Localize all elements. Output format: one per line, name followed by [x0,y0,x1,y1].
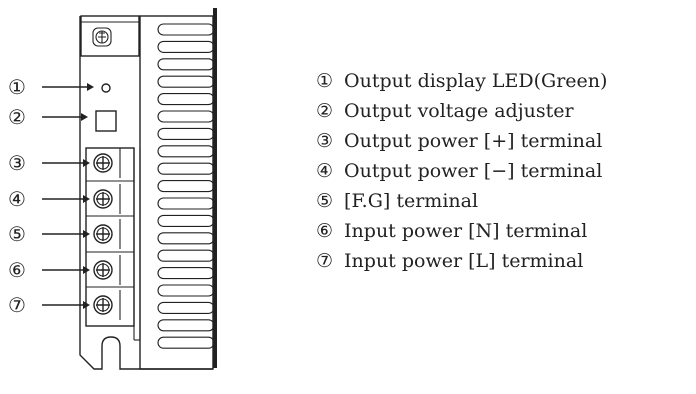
heatsink-fin [157,284,215,297]
heatsink-fin [157,214,215,227]
chassis-right-edge [213,8,217,368]
heatsink-fin [157,197,215,210]
heatsink-fin [157,40,215,53]
legend-label: Output power [+] terminal [338,130,603,152]
callout-number: ⑦ [8,293,26,317]
heatsink-fin [157,145,215,158]
callout-arrowhead [83,266,90,274]
callout-pointers: ① ② ③ ④ ⑤ ⑥ ⑦ [8,75,94,317]
heatsink-body [139,15,214,370]
power-supply-front-diagram: ① ② ③ ④ ⑤ ⑥ ⑦ [8,8,217,370]
legend-label: Input power [L] terminal [338,250,584,272]
legend-label: Output display LED(Green) [338,70,608,92]
voltage-adjuster [95,110,117,132]
heatsink-fin [157,319,215,332]
terminal-screw [93,260,113,280]
legend-item: ③ Output power [+] terminal [316,129,696,159]
heatsink-fin [157,58,215,71]
legend-item: ⑥ Input power [N] terminal [316,219,696,249]
callout-number: ⑤ [8,222,26,246]
callout-number: ② [8,105,26,129]
legend-number: ⑤ [316,190,334,212]
callout-number: ⑥ [8,258,26,282]
heatsink-fin [157,75,215,88]
legend-label: Output power [−] terminal [338,160,603,182]
callout-number: ① [8,75,26,99]
terminal-screw [93,295,113,315]
callout-arrowhead [83,195,90,203]
heatsink-fin [157,110,215,123]
terminal-screw-cross [96,227,110,241]
callout-arrowhead [83,159,90,167]
heatsink-fin [157,162,215,175]
legend-label: Input power [N] terminal [338,220,588,242]
heatsink-fin [157,127,215,140]
legend-number: ⑦ [316,250,334,272]
legend-label: Output voltage adjuster [338,100,574,122]
terminal-screw-cross [96,192,110,206]
legend-item: ④ Output power [−] terminal [316,159,696,189]
legend-number: ① [316,70,334,92]
legend-item: ① Output display LED(Green) [316,69,696,99]
heatsink-fin [157,249,215,262]
heatsink-fin [157,336,215,349]
mounting-bracket [80,15,140,57]
terminal-screws [86,148,134,320]
output-led [101,83,111,93]
terminal-screw [93,224,113,244]
callout-arrowhead [83,301,90,309]
bracket-screw [92,27,112,47]
callout-arrowhead [81,113,88,121]
heatsink-fin [157,180,215,193]
callout-number: ③ [8,151,26,175]
callout-arrowhead [87,83,94,91]
front-panel-outline [79,16,213,370]
legend-item: ⑦ Input power [L] terminal [316,249,696,279]
heatsink-fin [157,301,215,314]
callout-number: ④ [8,187,26,211]
heatsink-fin [157,93,215,106]
legend-number: ② [316,100,334,122]
legend-number: ③ [316,130,334,152]
terminal-screw-cross [96,263,110,277]
legend-item: ② Output voltage adjuster [316,99,696,129]
heatsink-fin [157,23,215,36]
legend-label: [F.G] terminal [338,190,479,212]
terminal-screw [93,189,113,209]
terminal-screw-cross [96,298,110,312]
terminal-screw-cross [96,156,110,170]
terminal-screw [93,153,113,173]
legend-item: ⑤ [F.G] terminal [316,189,696,219]
component-legend: ① Output display LED(Green)② Output volt… [316,69,696,279]
legend-number: ⑥ [316,220,334,242]
heatsink-fin [157,267,215,280]
legend-number: ④ [316,160,334,182]
callout-arrowhead [83,230,90,238]
heatsink-fin [157,232,215,245]
heatsink-fins [157,23,215,349]
